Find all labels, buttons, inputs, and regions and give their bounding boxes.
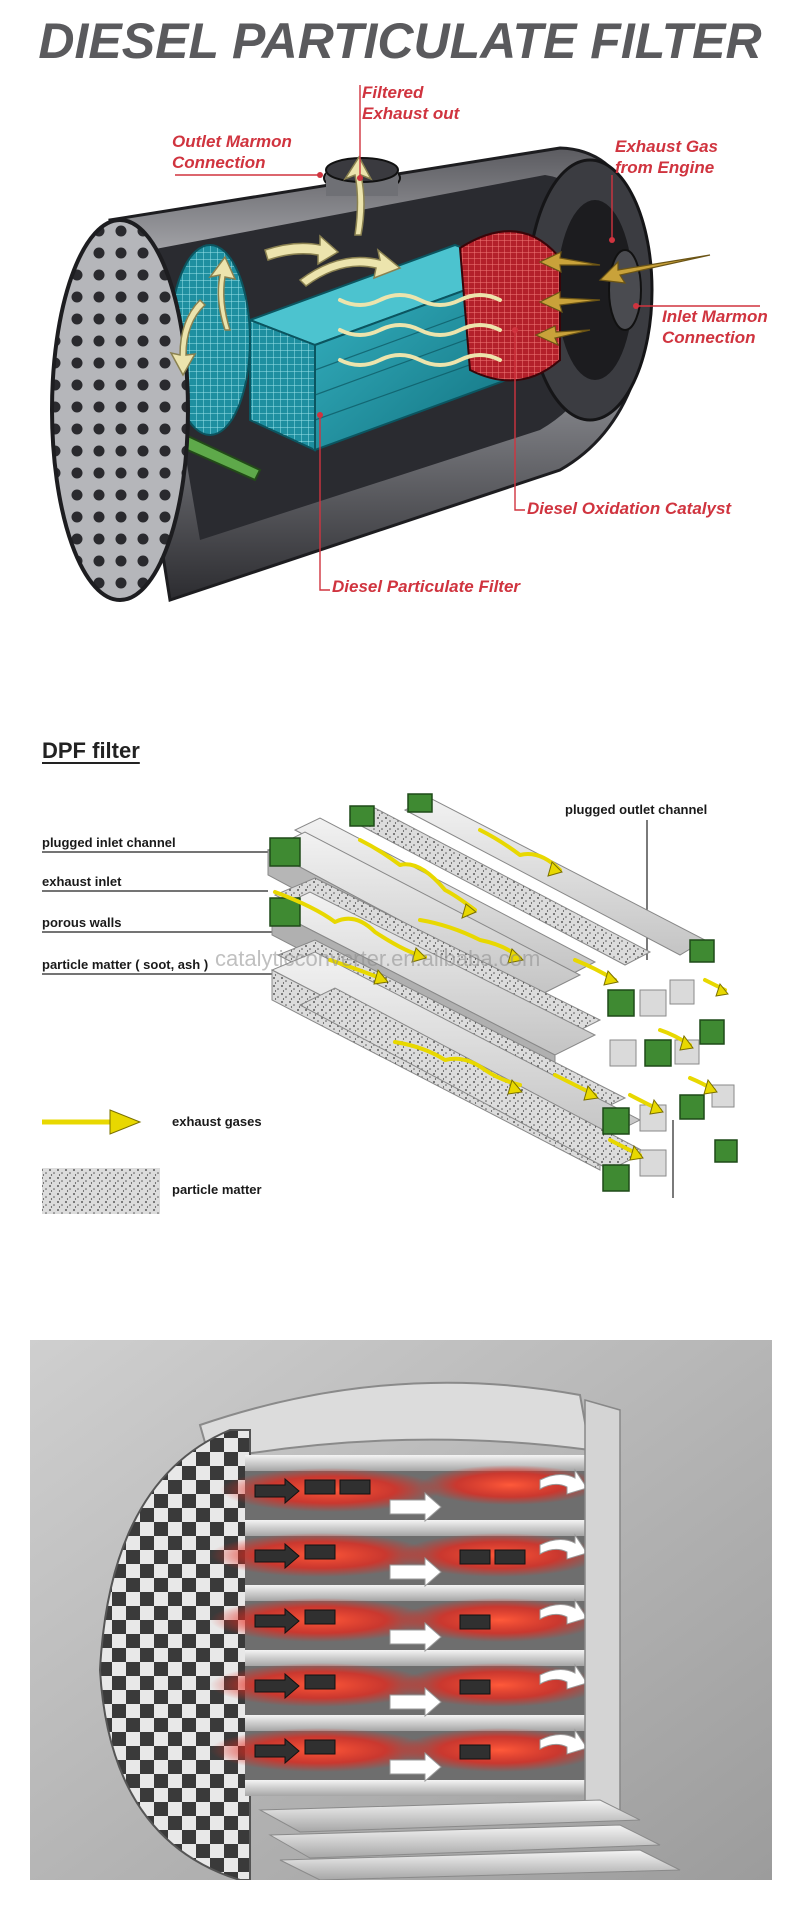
dpf-channel-diagram xyxy=(42,793,738,1214)
dpf-honeycomb-render xyxy=(30,1340,772,1880)
plug xyxy=(269,837,301,867)
flow-arrow xyxy=(254,1607,300,1635)
plug xyxy=(607,989,635,1017)
gas-arrow xyxy=(478,828,562,872)
label-exhaust-inlet: exhaust inlet xyxy=(42,874,122,889)
clean-arrow xyxy=(539,1663,588,1690)
plug xyxy=(689,939,715,963)
flow-arrow xyxy=(254,1672,300,1700)
dpf-channel-diagram-panel: DPF filter xyxy=(0,720,800,1240)
inlet-pipe xyxy=(608,249,642,331)
legend-matter-swatch xyxy=(42,1168,160,1214)
flow-arrow xyxy=(254,1477,300,1505)
clean-arrow xyxy=(389,1491,442,1523)
channel-stack xyxy=(266,797,707,1171)
label-plugged-inlet: plugged inlet channel xyxy=(42,835,176,850)
flow-arrow xyxy=(264,234,340,266)
label-porous-walls: porous walls xyxy=(42,915,122,930)
callout-particulate-filter: Diesel Particulate Filter xyxy=(332,577,521,596)
legend-exhaust-gases: exhaust gases xyxy=(172,1114,262,1129)
plug xyxy=(602,1107,630,1135)
dpf-cutaway-panel: DIESEL PARTICULATE FILTER xyxy=(0,0,800,620)
main-title: DIESEL PARTICULATE FILTER xyxy=(38,13,762,69)
plug xyxy=(644,1039,672,1067)
clean-arrow xyxy=(389,1751,442,1783)
dpf-cutaway-illustration xyxy=(50,85,760,602)
honeycomb-face xyxy=(98,1429,251,1880)
gas-arrow xyxy=(358,838,477,912)
callout-exhaust-gas: Exhaust Gas from Engine xyxy=(615,137,718,177)
legend-particle-matter: particle matter xyxy=(172,1182,262,1197)
side-wall xyxy=(584,1399,621,1811)
callout-oxidation-catalyst: Diesel Oxidation Catalyst xyxy=(527,499,732,518)
flow-arrow xyxy=(254,1737,300,1765)
clean-arrow xyxy=(389,1621,442,1653)
clean-arrow xyxy=(539,1468,588,1495)
flow-arrow xyxy=(298,248,402,287)
leader-dpf xyxy=(319,415,330,591)
clean-arrow xyxy=(389,1686,442,1718)
callout-outlet-marmon: Outlet Marmon Connection xyxy=(172,132,292,172)
wave-arrow xyxy=(338,353,502,367)
perforated-outlet-face xyxy=(50,218,190,602)
flow-arrow xyxy=(208,255,237,331)
dpf-honeycomb-render-panel xyxy=(0,1340,800,1880)
legend-gas-swatch xyxy=(42,1109,142,1135)
callout-inlet-marmon: Inlet Marmon Connection xyxy=(662,307,768,347)
label-particle-matter: particle matter ( soot, ash ) xyxy=(42,957,209,972)
wave-arrow xyxy=(338,293,502,307)
watermark: catalyticconverter.en.alibaba.com xyxy=(215,946,541,971)
plug xyxy=(349,805,375,827)
inlet-arrow xyxy=(538,250,601,274)
plug xyxy=(679,1094,705,1120)
label-plugged-outlet: plugged outlet channel xyxy=(565,802,708,817)
gas-arrow xyxy=(393,1040,522,1087)
flow-arrow xyxy=(343,155,373,236)
clean-arrow xyxy=(539,1728,588,1755)
leader-doc xyxy=(514,330,525,511)
flow-arrow xyxy=(254,1542,300,1570)
inlet-arrow xyxy=(534,325,591,347)
inlet-arrow xyxy=(598,254,711,284)
clean-arrow xyxy=(539,1598,588,1625)
callout-filtered-exhaust: Filtered Exhaust out xyxy=(362,83,460,123)
plug xyxy=(602,1164,630,1192)
flow-arrow xyxy=(169,298,207,377)
gas-arrow xyxy=(273,890,427,959)
clean-arrow xyxy=(389,1556,442,1588)
plug xyxy=(269,897,301,927)
lower-open-channels xyxy=(258,1799,681,1880)
channel-shelves xyxy=(245,1455,595,1796)
plug xyxy=(699,1019,725,1045)
dpf-diagram-title: DPF filter xyxy=(42,738,140,763)
clean-arrow xyxy=(539,1533,588,1560)
gas-arrow xyxy=(418,918,522,960)
wave-arrow xyxy=(338,323,502,337)
inlet-arrow xyxy=(538,291,601,314)
oxidation-catalyst-face xyxy=(458,230,561,382)
plug xyxy=(407,793,433,813)
plug xyxy=(714,1139,738,1163)
